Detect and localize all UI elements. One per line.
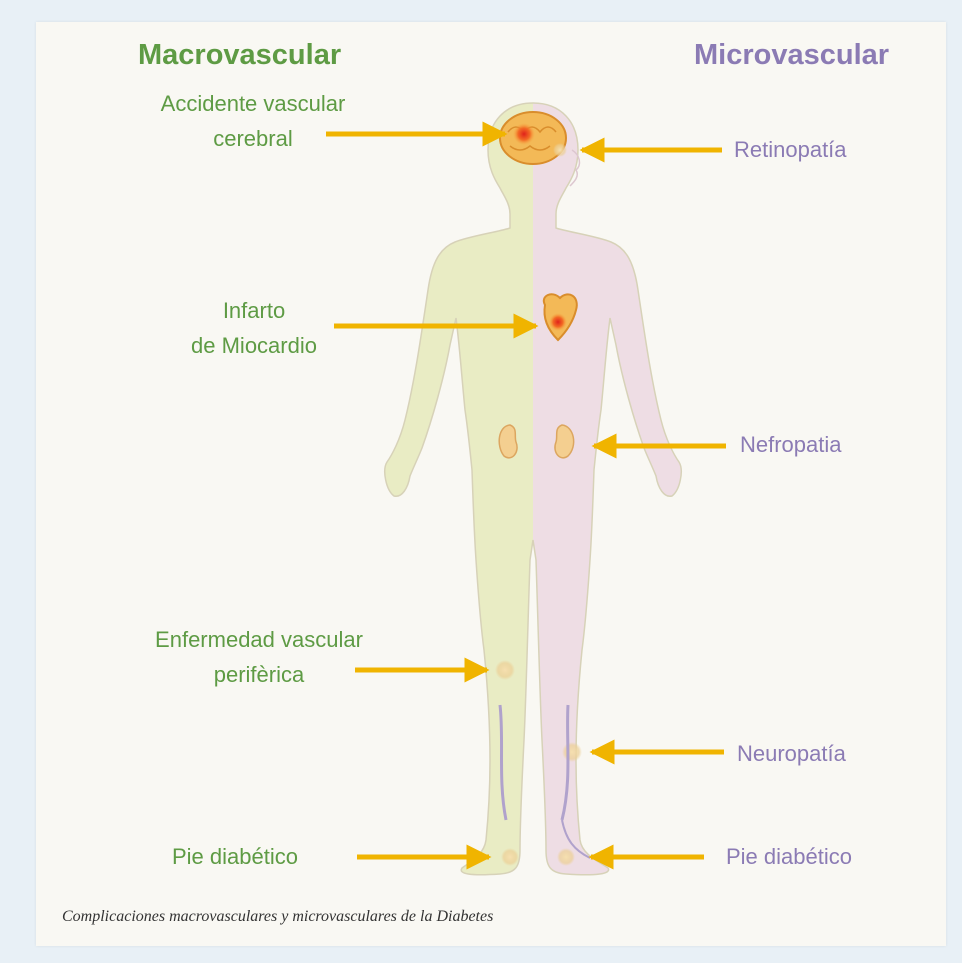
label-pvd-line2: perifèrica [128, 657, 390, 692]
microvascular-heading: Microvascular [694, 38, 889, 72]
label-nephropathy: Nefropatia [740, 427, 842, 462]
label-infarct-line1: Infarto [160, 293, 348, 328]
brain-icon [500, 112, 567, 164]
figure-caption: Complicaciones macrovasculares y microva… [62, 908, 493, 926]
label-pvd-line1: Enfermedad vascular [128, 622, 390, 657]
label-retinopathy: Retinopatía [734, 132, 847, 167]
label-infarct-line2: de Miocardio [160, 328, 348, 363]
label-diabetic-foot-micro: Pie diabético [726, 839, 852, 874]
label-stroke-line1: Accidente vascular [132, 86, 374, 121]
label-neuropathy: Neuropatía [737, 736, 846, 771]
label-peripheral-vascular: Enfermedad vascular perifèrica [128, 622, 390, 692]
macrovascular-heading: Macrovascular [138, 38, 341, 72]
label-stroke-line2: cerebral [132, 121, 374, 156]
label-infarct: Infarto de Miocardio [160, 293, 348, 363]
body-silhouette [385, 103, 681, 875]
label-stroke: Accidente vascular cerebral [132, 86, 374, 156]
label-diabetic-foot-macro: Pie diabético [172, 839, 298, 874]
